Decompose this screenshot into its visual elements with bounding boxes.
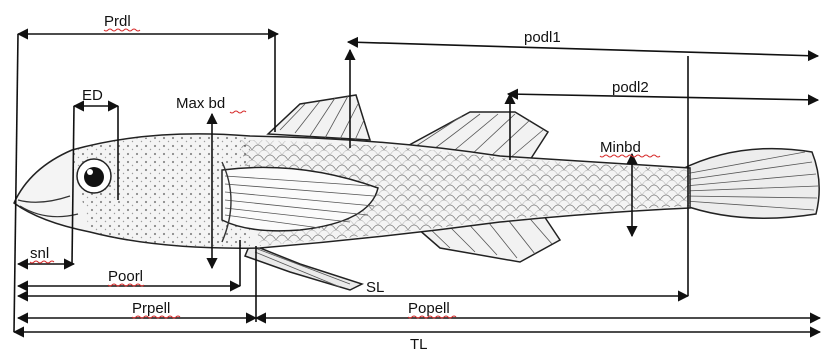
popell-label: Popell [408,300,450,317]
poorl-label: Poorl [108,268,143,285]
snl-label: snl [30,245,49,262]
podl1-label: podl1 [524,29,561,46]
pelvic-fin [245,244,362,290]
max-bd-label: Max bd [176,95,225,112]
fish-illustration [14,95,819,290]
snout-reference-vertical [14,34,18,332]
sl-label: SL [366,279,384,296]
prdl-label: Prdl [104,13,131,30]
tl-label: TL [410,336,428,353]
ed-left-vertical [72,106,74,264]
minbd-label: Minbd [600,139,641,156]
podl2-line [508,94,818,100]
ed-label: ED [82,87,103,104]
eye-icon [77,159,111,193]
first-dorsal-fin [268,95,370,140]
caudal-fin [680,149,819,219]
podl1-line [348,42,818,56]
prpell-label: Prpell [132,300,170,317]
podl2-label: podl2 [612,79,649,96]
max-bd-spellcheck-underline [230,111,246,113]
